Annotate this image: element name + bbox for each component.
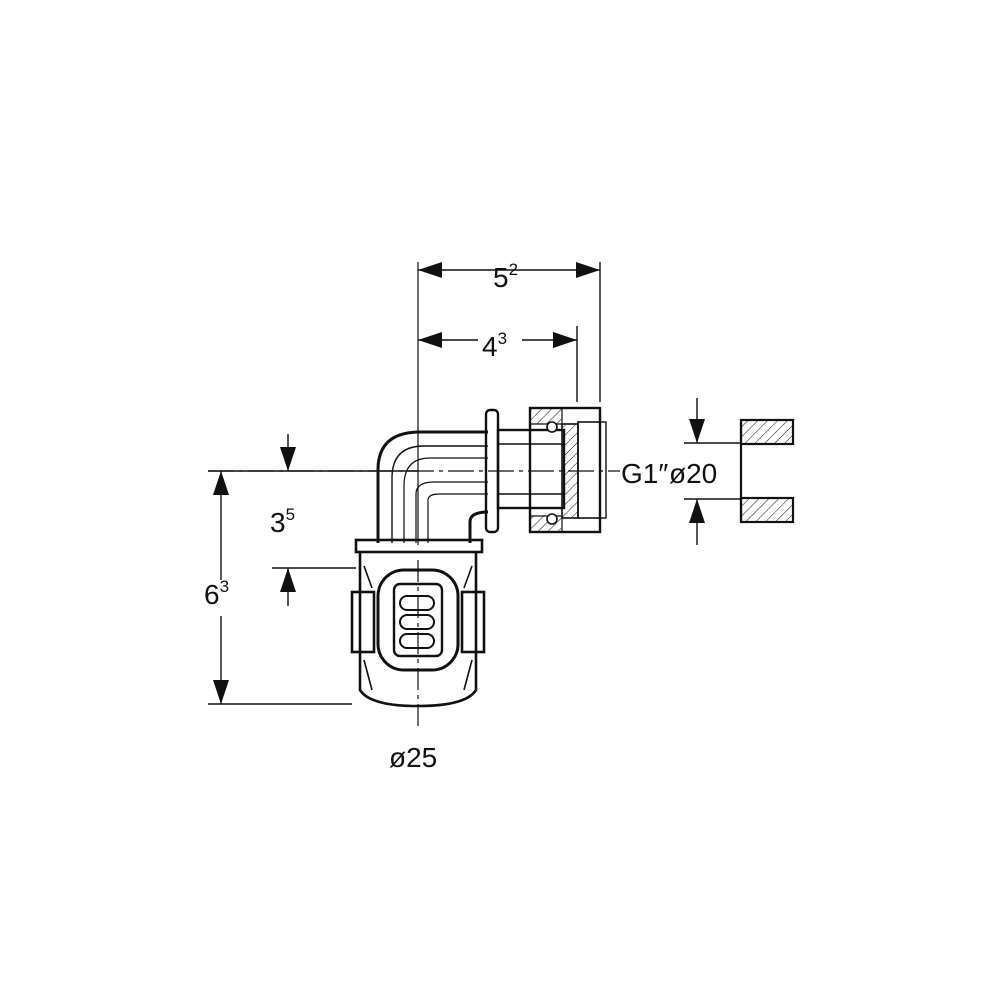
thread-size-label: G1″ xyxy=(621,458,668,489)
dim-center-to-face-label: 43 xyxy=(482,329,507,362)
dim-center-height-label: 35 xyxy=(270,505,295,538)
pipe-section xyxy=(739,418,795,524)
pipe-diameter-bottom-label: ø25 xyxy=(389,742,437,773)
pipe-diameter-right-label: ø20 xyxy=(669,458,717,489)
dim-overall-height-label: 63 xyxy=(204,577,229,610)
dim-overall-width-label: 52 xyxy=(493,260,518,293)
dimension-arrows xyxy=(213,262,705,704)
center-lines xyxy=(208,262,620,730)
elbow-fitting xyxy=(350,406,607,708)
